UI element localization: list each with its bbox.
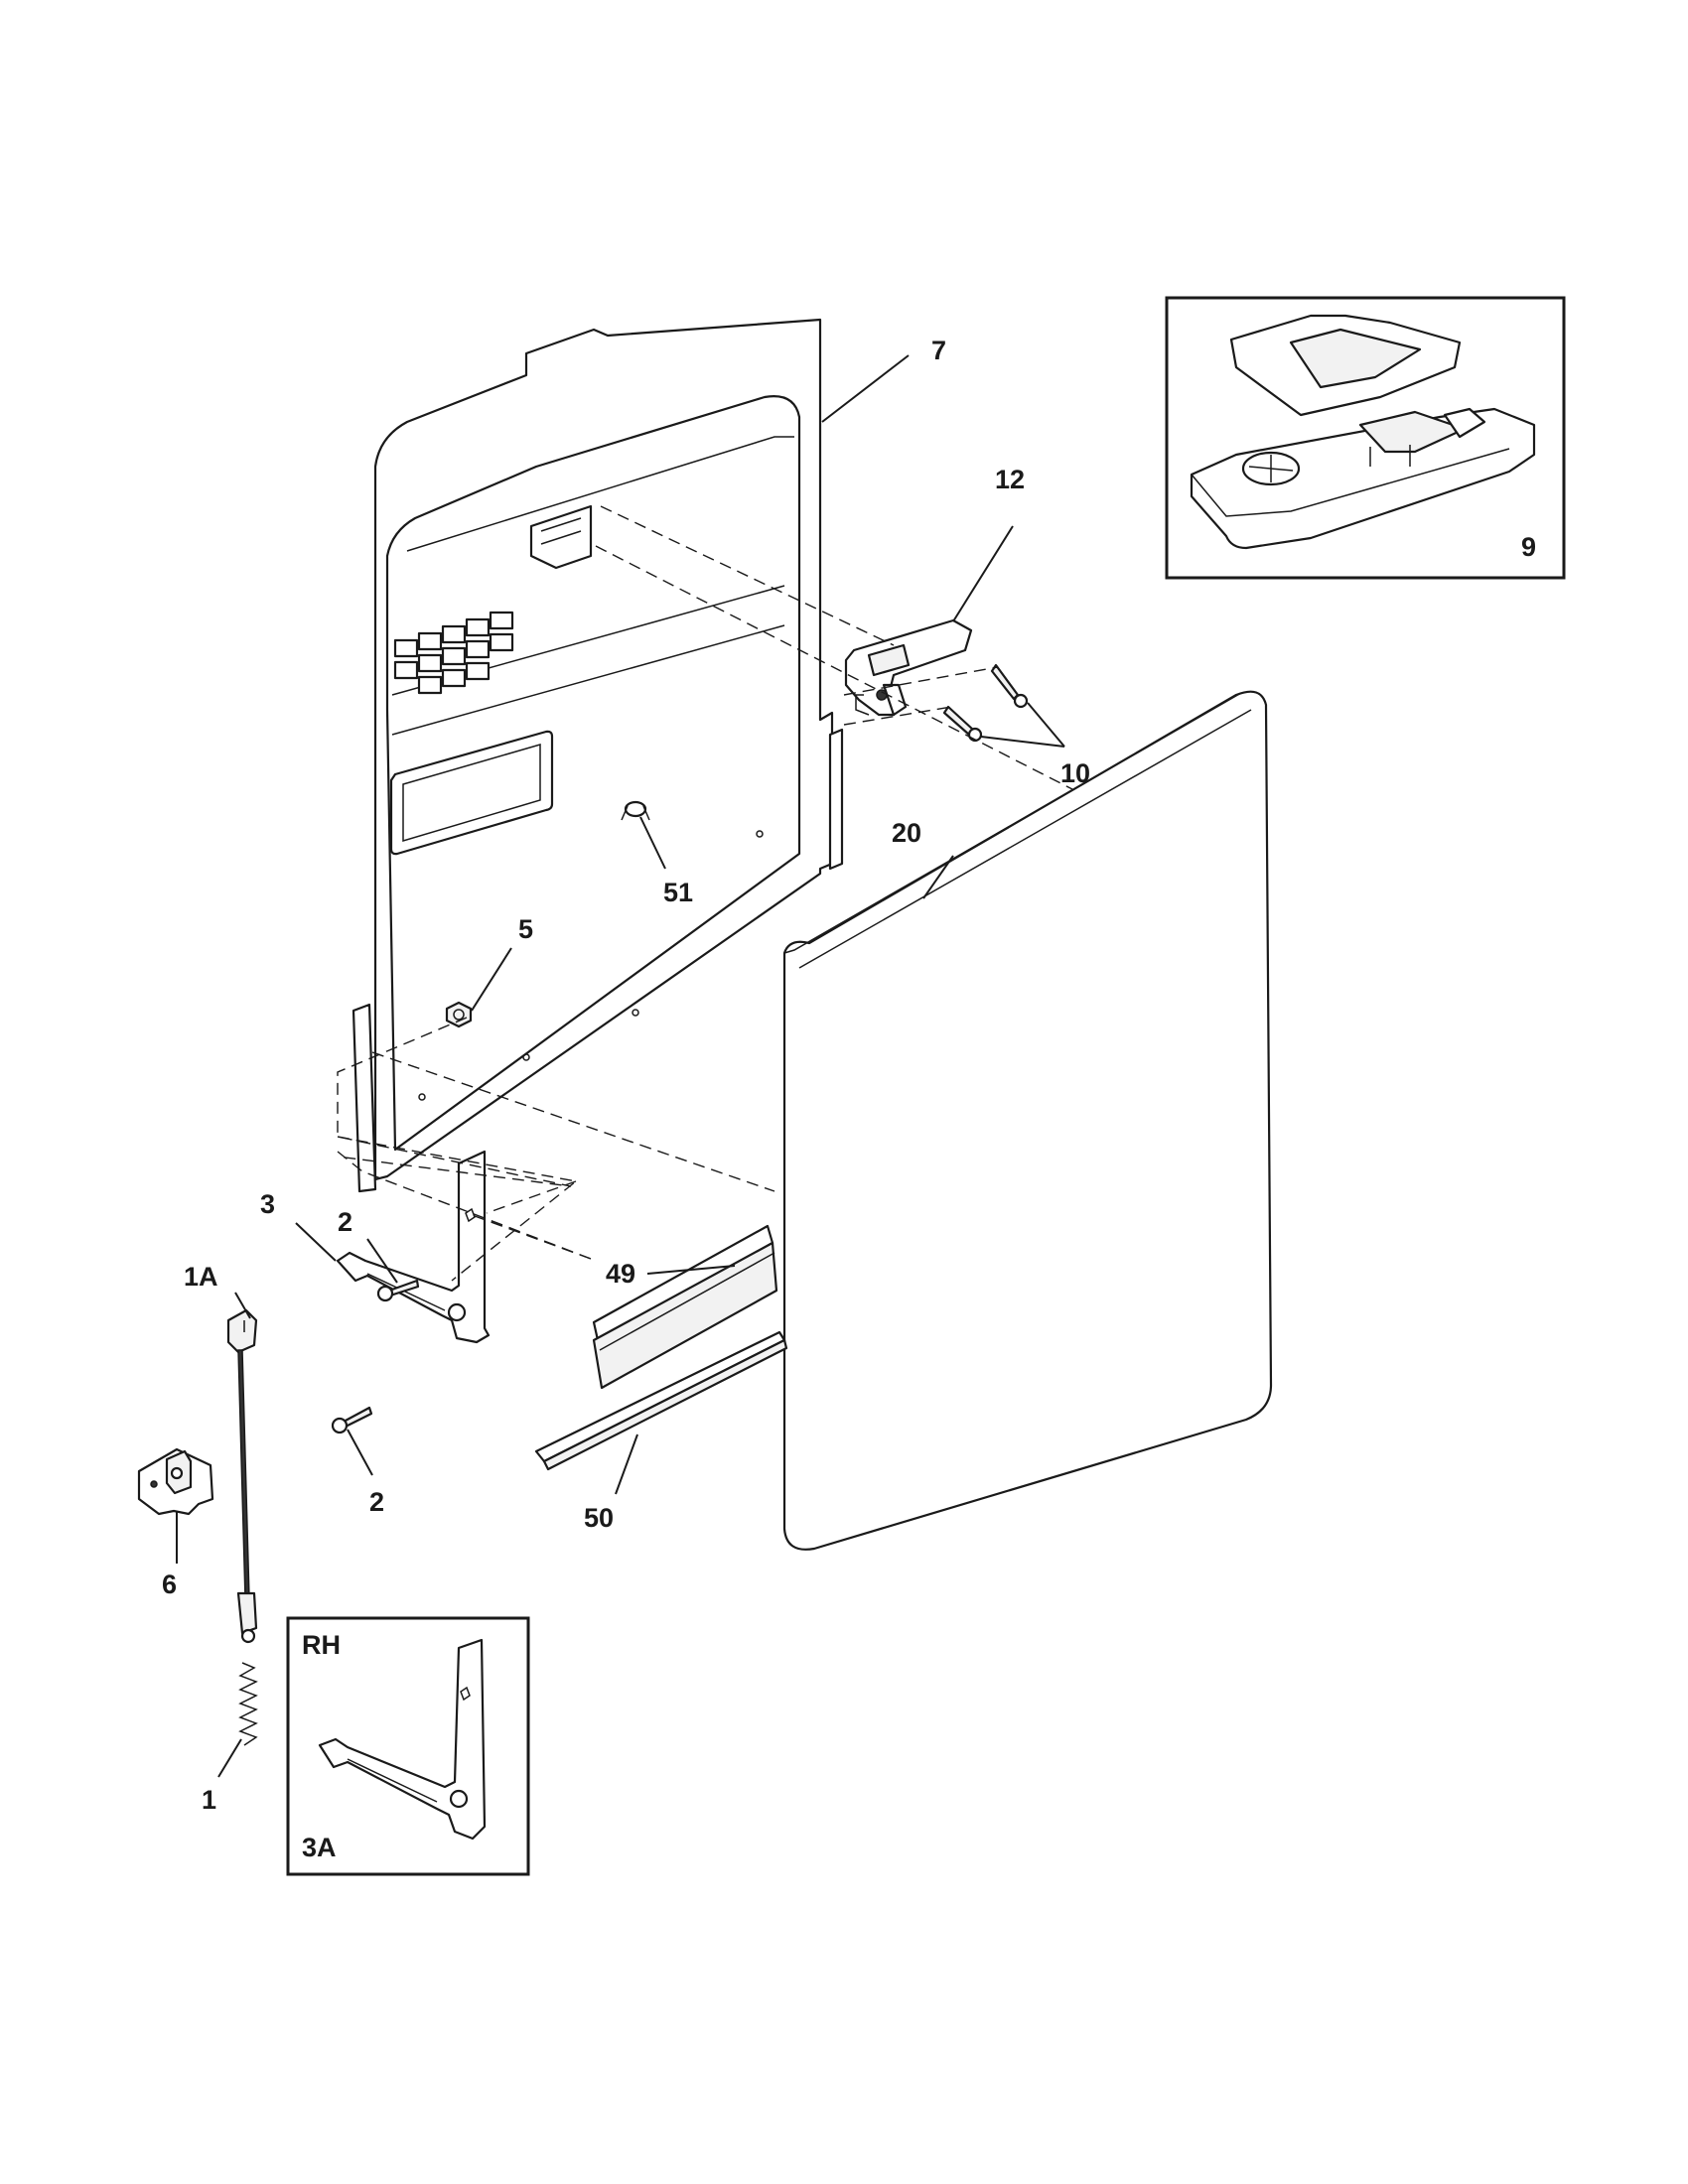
callout-1a: 1A (184, 1262, 218, 1292)
part-20-outer-door-panel (782, 690, 1273, 1551)
callout-9: 9 (1521, 532, 1536, 562)
callout-2-bottom: 2 (369, 1487, 384, 1517)
callout-12: 12 (995, 465, 1025, 494)
part-12-door-latch (844, 525, 1014, 717)
part-50-bottom-strip (534, 1330, 788, 1495)
inner-door-panel (352, 318, 844, 1193)
callout-6: 6 (162, 1570, 177, 1599)
inset-rh-hinge (286, 1616, 530, 1876)
part-3-hinge-arm (295, 1150, 491, 1344)
part-1a-door-cable (226, 1292, 258, 1644)
part-1-door-spring (217, 1662, 258, 1778)
callout-10: 10 (1060, 758, 1090, 788)
part-5-nut (445, 947, 512, 1028)
vent-grille (393, 611, 514, 695)
inset-part-label-3a: 3A (302, 1833, 337, 1862)
part-10-screws (942, 663, 1065, 748)
callout-51: 51 (663, 878, 693, 907)
callout-1: 1 (202, 1785, 216, 1815)
inset-detergent-dispenser (1165, 296, 1566, 580)
callout-2-top: 2 (338, 1207, 352, 1237)
part-2-screws (331, 1238, 420, 1476)
part-51-clip (621, 800, 666, 870)
part-6-cable-bracket (137, 1447, 214, 1564)
callout-7: 7 (931, 336, 946, 365)
assembly-alignment-lines (337, 505, 1073, 1282)
callout-20: 20 (892, 818, 921, 848)
callout-3: 3 (260, 1189, 275, 1219)
callout-50: 50 (584, 1503, 614, 1533)
part-49-trim-strip (592, 1224, 778, 1390)
callout-49: 49 (606, 1259, 635, 1289)
inset-side-label-rh: RH (302, 1630, 341, 1660)
callout-labels: 7 12 9 10 20 51 5 3 2 2 1A 49 50 6 1 RH … (162, 336, 1536, 1862)
callout-5: 5 (518, 914, 533, 944)
